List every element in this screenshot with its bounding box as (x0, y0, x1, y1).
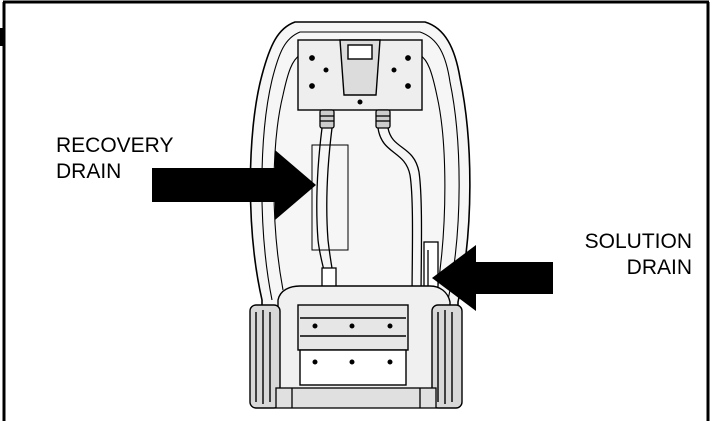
lower-housing (277, 285, 451, 396)
recovery-drain-label-line2: DRAIN (56, 160, 122, 183)
solution-drain-hose (377, 127, 423, 301)
recovery-drain-label: RECOVERY DRAIN (56, 133, 173, 185)
recovery-drain-label-line1: RECOVERY (56, 134, 174, 157)
recovery-drain-arrow (152, 150, 316, 220)
solution-drain-label-line2: DRAIN (626, 256, 692, 279)
base-plate (275, 387, 437, 409)
left-wheel (249, 304, 281, 409)
right-wheel (431, 304, 463, 409)
recovery-tank-panel (311, 144, 349, 251)
hose-fittings (319, 109, 391, 129)
control-panel (297, 39, 423, 111)
solution-drain-label: SOLUTION DRAIN (585, 229, 692, 281)
solution-drain-label-line1: SOLUTION (584, 230, 692, 253)
solution-drain-arrow (432, 245, 553, 311)
frame-corner-mark (0, 28, 5, 46)
